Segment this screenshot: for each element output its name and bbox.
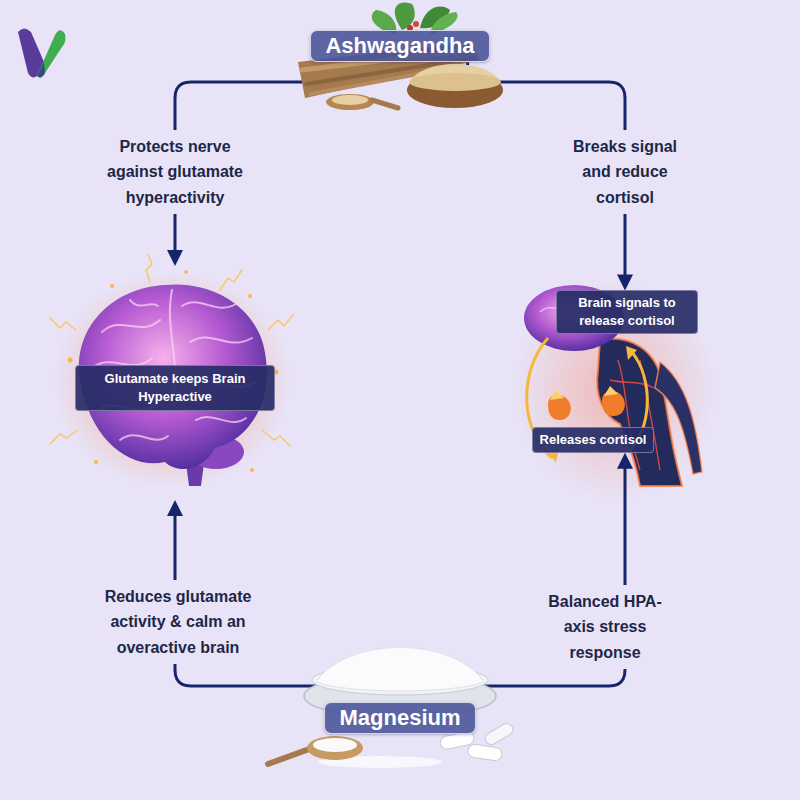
brain-illustration [190, 337, 252, 342]
brain-illustration [50, 430, 78, 444]
magnesium-illustration [483, 721, 515, 746]
state-text: Releases cortisol [540, 431, 647, 449]
brain-illustration [102, 320, 160, 332]
body-illustration [597, 339, 682, 486]
brain-illustration [94, 460, 98, 464]
brain-illustration [268, 314, 294, 330]
state-label: Brain signals to release cortisol [556, 290, 698, 333]
body-illustration [550, 390, 564, 400]
ashwagandha-illustration [407, 72, 503, 108]
brain-illustration [182, 302, 236, 307]
brain-illustration [68, 270, 279, 472]
brain-illustration [68, 358, 73, 363]
brand-logo [18, 29, 66, 78]
magnesium-illustration [467, 744, 502, 762]
magnesium-illustration [307, 736, 363, 760]
brain-illustration [120, 435, 168, 440]
ashwagandha-illustration [332, 95, 368, 105]
ashwagandha-illustration [372, 100, 398, 108]
body-illustration [604, 386, 618, 396]
edge-label: Breaks signal and reduce cortisol [559, 130, 691, 215]
body-illustration [618, 360, 640, 470]
ashwagandha-illustration [413, 21, 419, 27]
ashwagandha-illustration [409, 73, 501, 91]
brain-illustration [54, 272, 290, 488]
brain-illustration [146, 254, 152, 282]
state-label: Releases cortisol [532, 427, 655, 453]
brain-illustration [50, 318, 76, 330]
brain-illustration [248, 294, 252, 298]
brain-illustration [262, 430, 290, 446]
brain-illustration [220, 270, 242, 290]
brain-illustration [196, 417, 246, 422]
edge-label: Reduces glutamate activity & calm an ove… [85, 580, 271, 665]
magnesium-illustration [316, 648, 484, 692]
brain-illustration [50, 254, 294, 446]
edge-label: Balanced HPA- axis stress response [542, 585, 668, 670]
body-illustration [515, 280, 715, 500]
herb-label: Ashwagandha [310, 30, 489, 62]
brain-illustration [250, 468, 254, 472]
state-text: Brain signals to release cortisol [564, 294, 690, 329]
brain-illustration [50, 254, 294, 488]
body-illustration [626, 346, 637, 360]
ashwagandha-illustration [298, 2, 503, 110]
body-illustration [515, 280, 715, 500]
body-illustration [655, 362, 702, 474]
edge-label: Protects nerve against glutamate hyperac… [90, 130, 260, 215]
brand-logo [37, 62, 45, 77]
herb-name: Ashwagandha [325, 33, 474, 59]
ashwagandha-illustration [395, 2, 415, 30]
magnesium-illustration [268, 648, 515, 769]
magnesium-illustration [313, 738, 357, 752]
brand-logo [37, 30, 66, 77]
mineral-name: Magnesium [339, 705, 460, 731]
brain-region: Glutamate keeps Brain Hyperactive [68, 266, 282, 500]
brain-illustration [130, 300, 158, 306]
ashwagandha-illustration [326, 94, 374, 110]
brain-illustration [184, 270, 188, 274]
magnesium-illustration [268, 748, 312, 764]
mineral-label: Magnesium [324, 702, 475, 734]
state-label: Glutamate keeps Brain Hyperactive [75, 365, 275, 410]
body-illustration [548, 386, 625, 420]
brain-illustration [110, 284, 114, 288]
brand-logo [18, 29, 44, 78]
